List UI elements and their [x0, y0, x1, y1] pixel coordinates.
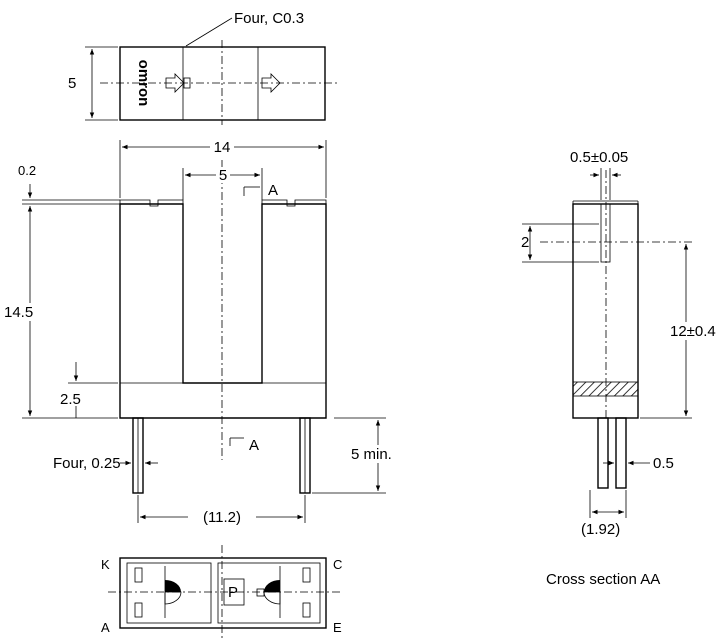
bottom-view: P K A C E	[101, 545, 342, 640]
front-height-label: 14.5	[4, 304, 33, 321]
pin-pad	[302, 567, 311, 583]
chamfer-label: Four, C0.3	[234, 10, 304, 27]
pin-a-label: A	[101, 620, 110, 635]
slot-width-label: 5	[219, 167, 227, 184]
section-lead-pitch-label: (1.92)	[581, 521, 620, 538]
thickness-label: 0.2	[18, 163, 36, 178]
front-view-body	[119, 203, 327, 419]
lead-pitch-label: (11.2)	[203, 509, 241, 526]
section-marker-top: A	[268, 182, 278, 199]
pin-c-label: C	[333, 557, 342, 572]
top-view: omron Four, C0.3 5	[68, 10, 340, 125]
section-lead-left	[597, 417, 609, 489]
base-height-label: 2.5	[60, 391, 81, 408]
aperture-width-label: 0.5±0.05	[570, 149, 628, 166]
pin-pad	[134, 567, 143, 583]
section-lead-right	[615, 417, 627, 489]
front-width-label: 14	[214, 139, 231, 156]
section-view: 0.5±0.05 2 12±0.4 0.5 (1.92) Cross secti…	[521, 149, 724, 588]
omron-logo: omron	[135, 60, 152, 107]
pin-k-label: K	[101, 557, 110, 572]
right-tab	[261, 199, 327, 207]
phototransistor-chip	[223, 578, 245, 606]
front-view: 14 5 A A 0.2 14.5 2.5 Four, 0.25	[4, 139, 408, 526]
arrow-icon	[261, 73, 281, 93]
pin-e-label: E	[333, 620, 342, 635]
center-height-label: 12±0.4	[670, 323, 716, 340]
arrow-icon	[165, 73, 185, 93]
top-height-label: 5	[68, 75, 76, 92]
aperture-slit	[600, 203, 611, 263]
bottom-view-body	[119, 557, 327, 629]
section-caption: Cross section AA	[546, 571, 660, 588]
pin-pad	[134, 602, 143, 618]
lead-length-label: 5 min.	[351, 446, 392, 463]
section-marker-bottom: A	[249, 437, 259, 454]
section-lead-width-label: 0.5	[653, 455, 674, 472]
lead-width-label: Four, 0.25	[53, 455, 121, 472]
aperture-height-label: 2	[521, 234, 529, 251]
chamfer-leader	[185, 17, 233, 47]
element-label: P	[228, 584, 238, 601]
top-view-body	[119, 46, 326, 121]
pin-pad	[302, 602, 311, 618]
led-lens	[165, 580, 181, 592]
left-tab	[119, 199, 184, 207]
sensor-lens	[264, 580, 280, 592]
potting-hatch	[572, 381, 639, 397]
